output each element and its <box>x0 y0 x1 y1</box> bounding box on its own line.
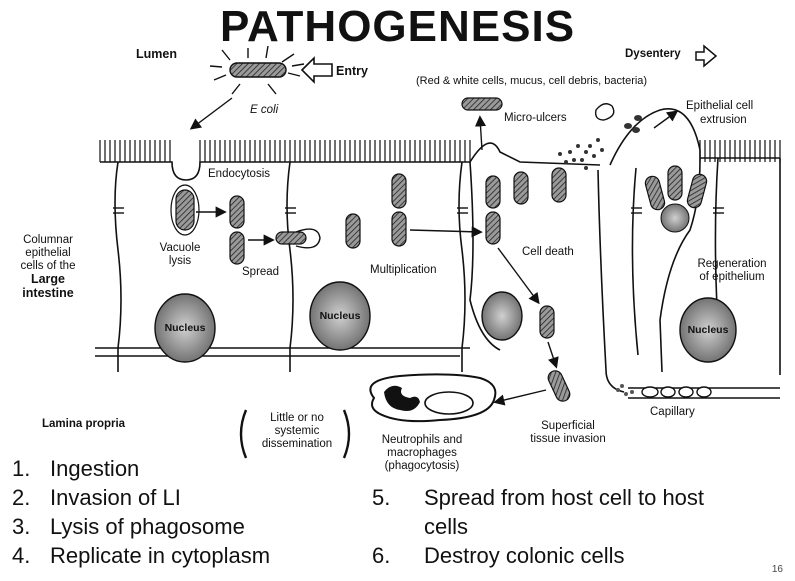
nucleus-label-2: Nucleus <box>319 310 361 322</box>
vacuole-lysis-label-2: lysis <box>168 255 192 267</box>
capillary-label: Capillary <box>650 406 695 418</box>
nucleus-2 <box>309 281 371 351</box>
systemic-label-3: dissemination <box>261 438 333 450</box>
entry-label: Entry <box>336 64 368 78</box>
steps-list-left: 1.Ingestion 2.Invasion of LI 3.Lysis of … <box>12 454 270 570</box>
list-item: 1.Ingestion <box>12 456 140 481</box>
columnar-label-1: Columnar <box>23 234 73 246</box>
microvilli <box>99 140 781 162</box>
lumen-label: Lumen <box>136 47 177 61</box>
bacterium-mult-3 <box>391 211 407 247</box>
page-number: 16 <box>771 564 783 575</box>
nucleus-label-3: Nucleus <box>687 324 729 336</box>
superficial-label-1: Superficial <box>541 420 595 432</box>
columnar-label-3: cells of the <box>20 260 76 272</box>
bacterium-mult-2 <box>391 173 407 209</box>
spread-label: Spread <box>242 266 280 278</box>
list-item: 6.Destroy colonic cells <box>372 543 625 568</box>
superficial-label-2: tissue invasion <box>530 433 606 445</box>
bacterium-lysis-2 <box>229 231 245 265</box>
dysentery-label: Dysentery <box>625 48 681 60</box>
list-item: 2.Invasion of LI <box>12 485 181 510</box>
micro-ulcers-label: Micro-ulcers <box>504 112 567 124</box>
bacterium-mult-1 <box>345 213 361 249</box>
list-item-continuation: cells <box>424 514 469 539</box>
large-intestine-label-1: Large <box>30 272 66 286</box>
nucleus-1 <box>154 293 216 363</box>
dysentery-contents-label: (Red & white cells, mucus, cell debris, … <box>416 75 648 87</box>
bacterium-vacuole <box>175 189 195 231</box>
neutrophils-label-1: Neutrophils and <box>381 434 463 446</box>
bacterium-death-4 <box>551 167 567 203</box>
endocytosis-label: Endocytosis <box>208 168 271 180</box>
bacterium-death-3 <box>513 171 529 205</box>
columnar-label-2: epithelial <box>25 247 71 259</box>
list-item: 3.Lysis of phagosome <box>12 514 245 539</box>
lamina-propria-label: Lamina propria <box>42 418 126 430</box>
dysentery-arrow-icon <box>695 44 718 68</box>
steps-list-right: 5.Spread from host cell to host cells 6.… <box>372 483 704 570</box>
bacterium-death-2 <box>485 211 501 245</box>
page-title: PATHOGENESIS <box>219 2 576 51</box>
neutrophils-label-3: (phagocytosis) <box>384 460 460 472</box>
nucleus-label-1: Nucleus <box>164 322 206 334</box>
bacterium-regen-3 <box>686 173 708 209</box>
epithelial-extrusion-label-2: extrusion <box>700 114 747 126</box>
bacterium-death-1 <box>485 175 501 209</box>
regeneration-label-2: of epithelium <box>699 271 765 283</box>
systemic-label-1: Little or no <box>270 412 324 424</box>
bacterium-regen-1 <box>644 175 666 211</box>
bacterium-superficial-2 <box>547 370 571 402</box>
entry-arrow-icon <box>300 56 333 84</box>
regeneration-label-1: Regeneration <box>697 258 767 270</box>
epithelial-extrusion-label-1: Epithelial cell <box>686 100 754 112</box>
bacterium-lysis-1 <box>229 195 245 229</box>
ecoli-entry-bacterium <box>209 45 305 95</box>
list-item: 5.Spread from host cell to host <box>372 485 705 510</box>
large-intestine-label-2: intestine <box>22 286 74 300</box>
bacterium-superficial-1 <box>539 305 555 339</box>
nucleus-4 <box>679 297 737 363</box>
neutrophils-label-2: macrophages <box>387 447 457 459</box>
multiplication-label: Multiplication <box>370 264 437 276</box>
cell-death-label: Cell death <box>522 246 574 258</box>
nucleus-3 <box>481 291 523 341</box>
bacterium-spread <box>275 231 307 245</box>
list-item: 4.Replicate in cytoplasm <box>12 543 271 568</box>
ecoli-label: E coli <box>250 104 279 116</box>
vacuole-lysis-label-1: Vacuole <box>159 242 201 254</box>
bacterium-released <box>461 97 503 111</box>
bacterium-regen-2 <box>667 165 683 201</box>
systemic-label-2: systemic <box>274 425 320 437</box>
